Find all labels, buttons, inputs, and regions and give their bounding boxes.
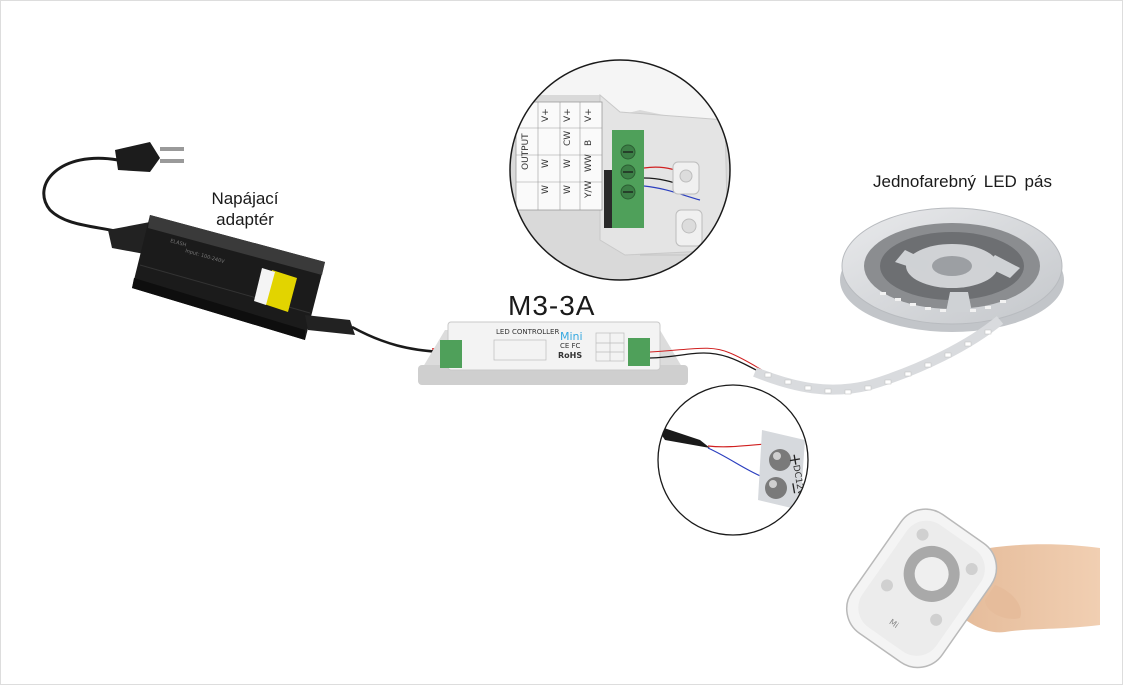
- power-connector-zoom-circle: + − DC12V: [657, 384, 809, 536]
- controller-output-terminal: [628, 338, 650, 366]
- remote-brand: Mi: [887, 617, 900, 630]
- strain-relief-right: [305, 315, 355, 335]
- terminal-label-table: [515, 101, 603, 211]
- controller-output-wire-red: [649, 347, 763, 371]
- svg-text:ELASH: ELASH: [169, 238, 187, 248]
- controller-model-label: M3-3A: [508, 290, 596, 321]
- strain-relief-left: [108, 222, 150, 255]
- controller-rohs: RoHS: [558, 351, 582, 360]
- adapter-label-line1: Napájací: [211, 189, 279, 208]
- remote-button-4: [930, 613, 943, 626]
- adapter-label-line2: adaptér: [216, 210, 274, 229]
- controller-output-wire-black: [649, 352, 761, 373]
- adapter-sticker-white: [254, 268, 275, 305]
- controller-input-terminal: [440, 340, 462, 368]
- remote-control: Mi: [845, 508, 998, 669]
- svg-text:Y/W: Y/W: [584, 180, 594, 199]
- power-adapter: ELASH Input: 100-240V: [42, 142, 456, 355]
- terminal-zoom-circle: OUTPUT W W V+ W W CW V+ Y/W WW B V+: [509, 59, 731, 281]
- adapter-body: [132, 215, 325, 340]
- adapter-output-cord: [351, 325, 441, 354]
- svg-text:CW: CW: [563, 131, 573, 146]
- remote-button-3: [880, 579, 893, 592]
- adapter-label: Napájací adaptér: [190, 188, 300, 230]
- svg-text:B: B: [584, 140, 594, 146]
- controller-title: LED CONTROLLER: [496, 328, 559, 336]
- pad-minus-label: −: [784, 480, 805, 497]
- led-controller: LED CONTROLLER Mini CE FC RoHS: [418, 321, 763, 385]
- remote-button-2: [965, 563, 978, 576]
- svg-text:W: W: [541, 159, 551, 168]
- svg-text:W: W: [541, 185, 551, 194]
- plug-prong-top: [160, 147, 184, 151]
- svg-text:V+: V+: [563, 108, 573, 122]
- led-strip-label: Jednofarebný LED pás: [873, 172, 1052, 191]
- svg-text:W: W: [563, 185, 573, 194]
- controller-badge: Mini: [560, 330, 583, 343]
- controller-cert: CE FC: [560, 342, 581, 350]
- hand-with-remote: Mi: [845, 508, 1100, 669]
- remote-button-1: [916, 528, 929, 541]
- led-strip-reel: [753, 207, 1064, 395]
- svg-text:V+: V+: [584, 108, 594, 122]
- led-strip-tail: [753, 316, 1004, 395]
- plug-cord: [42, 156, 139, 240]
- svg-text:W: W: [563, 159, 573, 168]
- pad-plus-label: +: [785, 451, 806, 468]
- wall-plug: [115, 142, 184, 172]
- svg-text:WW: WW: [584, 154, 594, 172]
- svg-text:V+: V+: [541, 108, 551, 122]
- solder-pad-minus: [765, 477, 787, 499]
- plug-prong-bottom: [160, 159, 184, 163]
- terminal-header: OUTPUT: [521, 133, 531, 170]
